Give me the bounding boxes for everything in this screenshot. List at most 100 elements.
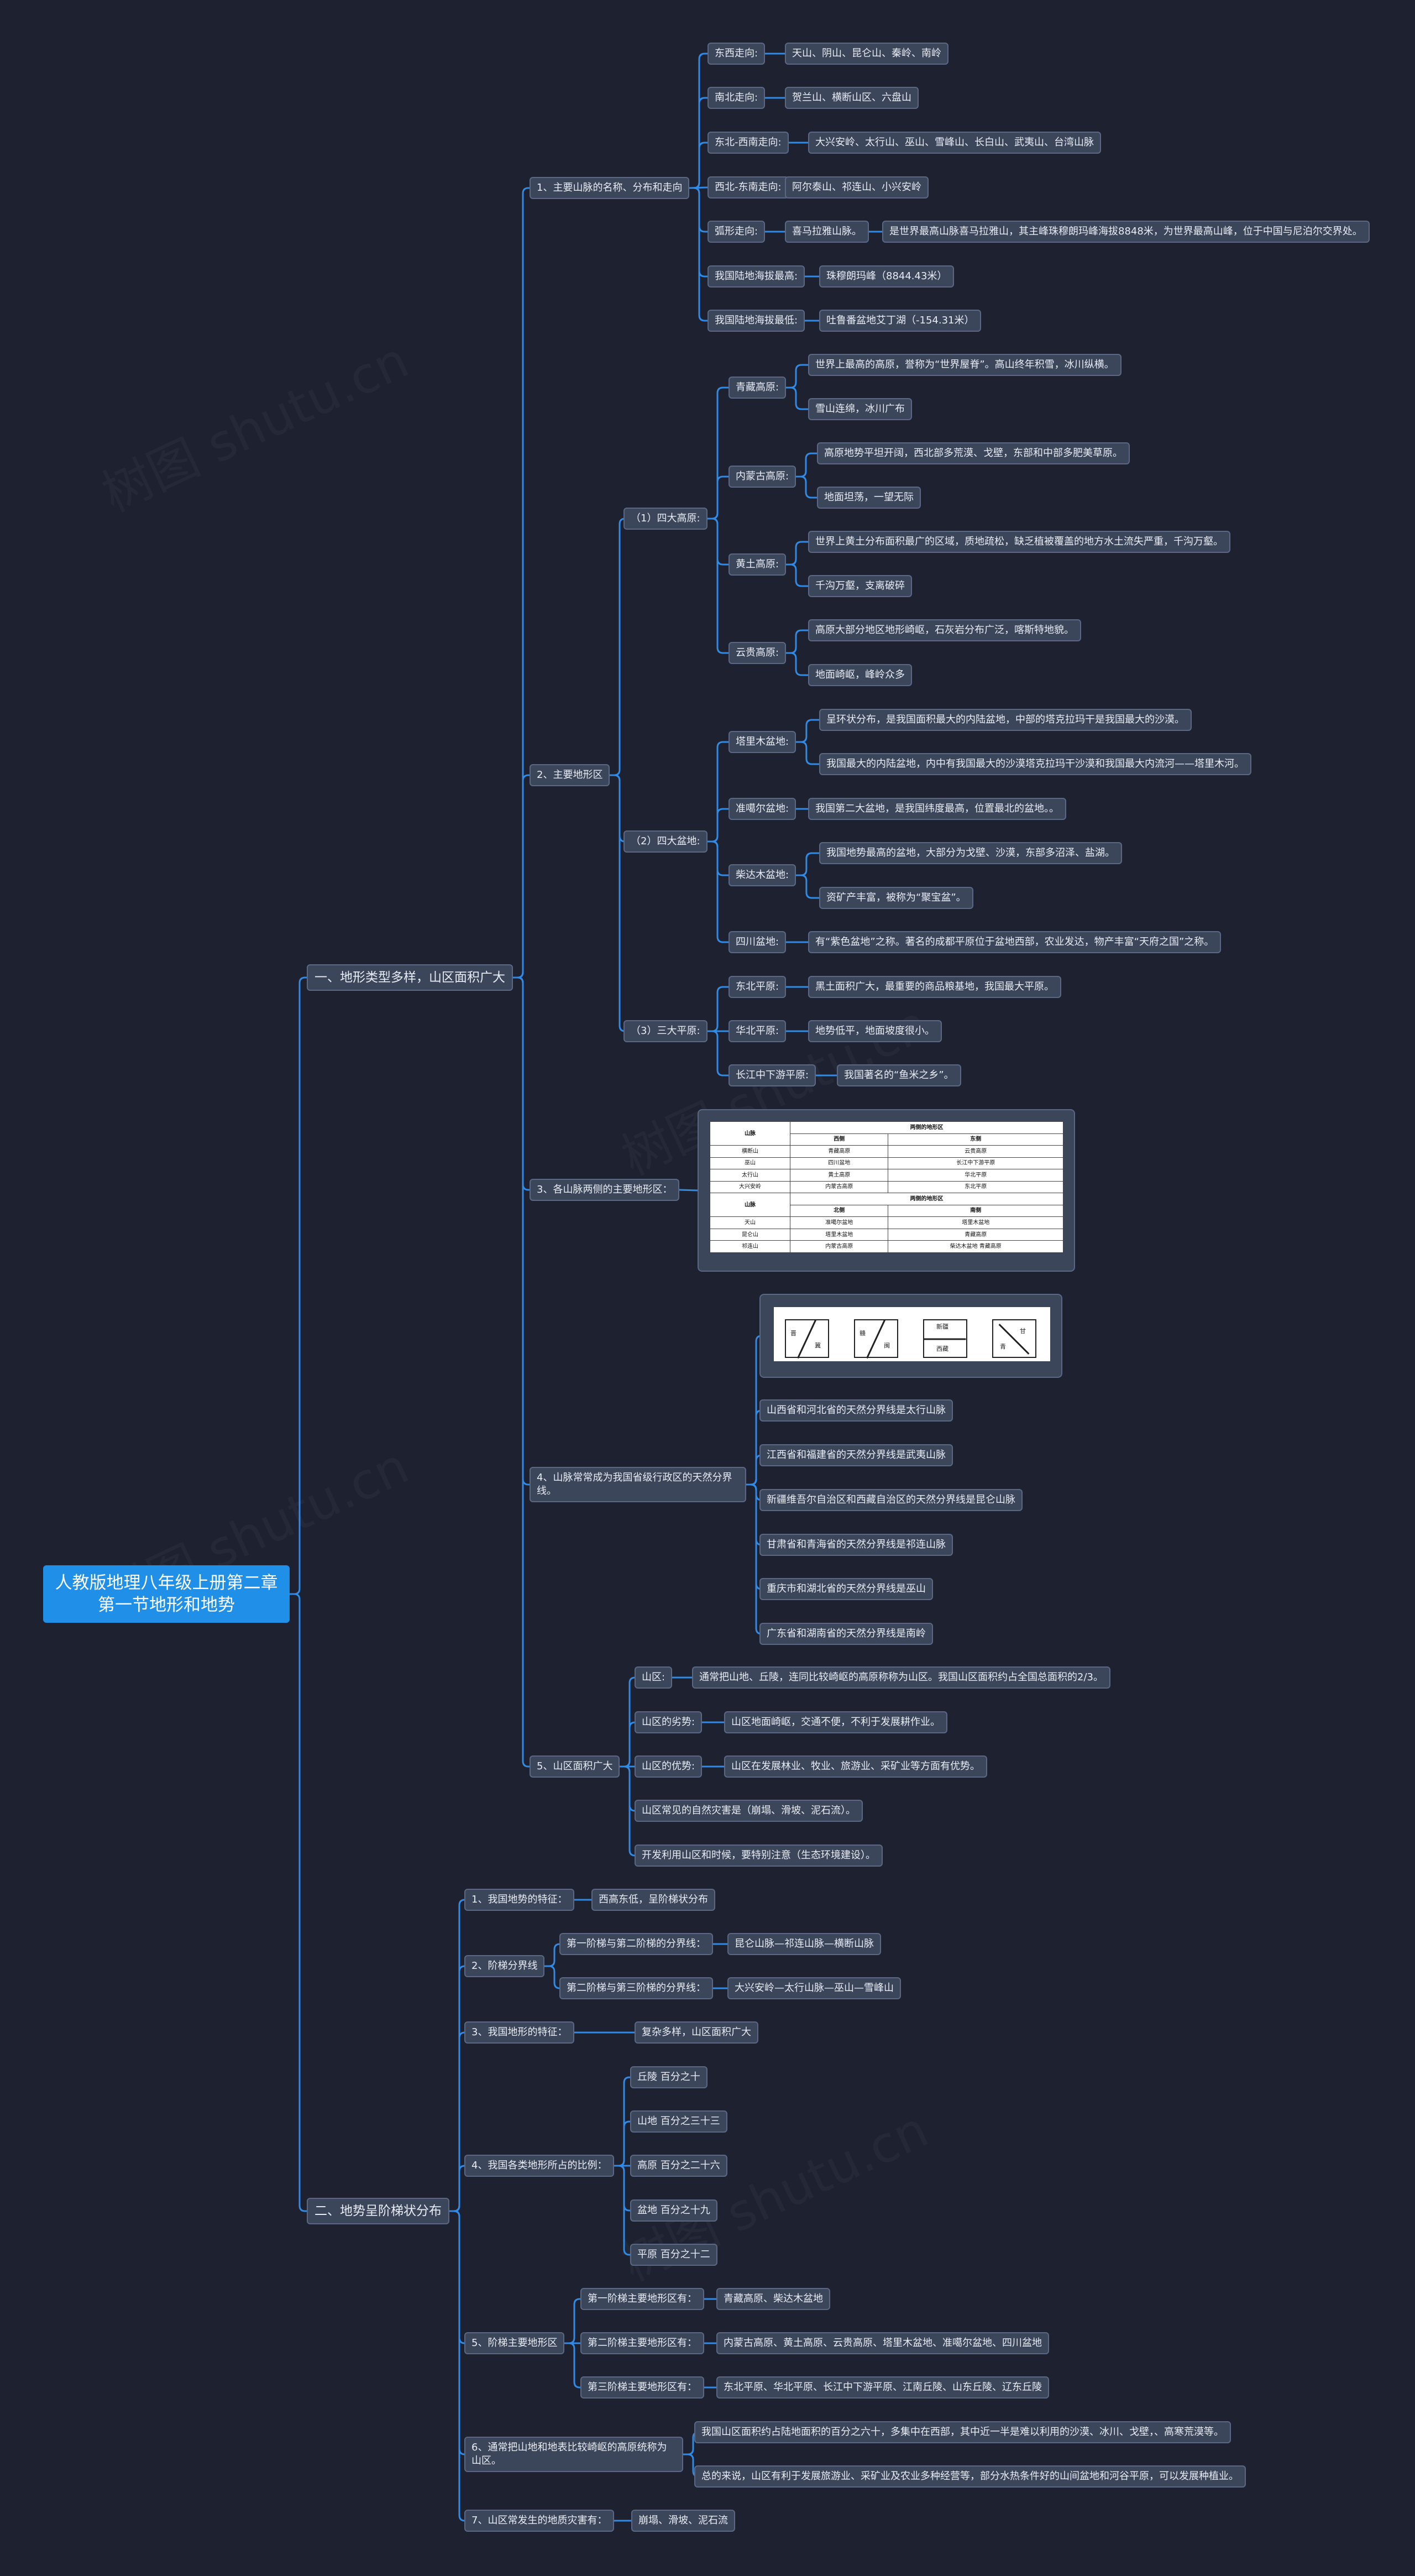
section-mountains[interactable]: 1、主要山脉的名称、分布和走向	[530, 177, 690, 199]
terrain-proportion-item[interactable]: 高原 百分之二十六	[630, 2155, 727, 2177]
mountain-direction-label[interactable]: 南北走向:	[708, 87, 766, 109]
section-boundaries[interactable]: 4、山脉常常成为我国省级行政区的天然分界线。	[530, 1467, 746, 1502]
basin[interactable]: （2）四大盆地:	[623, 830, 708, 853]
basin-item[interactable]: 塔里木盆地:	[729, 731, 796, 753]
plain-item[interactable]: 长江中下游平原:	[729, 1064, 816, 1086]
mountain-direction-label[interactable]: 弧形走向:	[708, 221, 766, 243]
mountain-area-item[interactable]: 开发利用山区和时候，要特别注意（生态环境建设）。	[635, 1845, 883, 1867]
step-boundary-label[interactable]: 第一阶梯与第二阶梯的分界线：	[559, 1933, 713, 1955]
plateau-fact[interactable]: 千沟万壑，支离破碎	[808, 575, 912, 597]
mountain-names-node[interactable]: 珠穆朗玛峰（8844.43米）	[819, 265, 955, 288]
mountain-area-item[interactable]: 山区:	[635, 1666, 673, 1689]
section-mountain-sides[interactable]: 3、各山脉两侧的主要地形区：	[530, 1179, 680, 1201]
mountain-area-statement[interactable]: 我国山区面积约占陆地面积的百分之六十，多集中在西部，其中近一半是难以利用的沙漠、…	[694, 2421, 1231, 2443]
plateau-fact[interactable]: 高原大部分地区地形崎岖，石灰岩分布广泛，喀斯特地貌。	[808, 619, 1081, 641]
section-mountain-area[interactable]: 5、山区面积广大	[530, 1755, 620, 1778]
step-region-label[interactable]: 第一阶梯主要地形区有：	[580, 2288, 704, 2310]
step-region-value[interactable]: 内蒙古高原、黄土高原、云贵高原、塔里木盆地、准噶尔盆地、四川盆地	[716, 2332, 1049, 2354]
plateau-fact[interactable]: 地面崎岖，峰岭众多	[808, 664, 912, 686]
terrain-proportion-item[interactable]: 丘陵 百分之十	[630, 2066, 708, 2088]
mountain-names-node[interactable]: 是世界最高山脉喜马拉雅山，其主峰珠穆朗玛峰海拔8848米，为世界最高山峰，位于中…	[882, 221, 1370, 243]
mountain-names-node[interactable]: 吐鲁番盆地艾丁湖（-154.31米）	[819, 310, 982, 332]
plain[interactable]: （3）三大平原:	[623, 1020, 708, 1042]
boundary-fact[interactable]: 新疆维吾尔自治区和西藏自治区的天然分界线是昆仑山脉	[759, 1489, 1023, 1511]
step-characteristic-value[interactable]: 西高东低，呈阶梯状分布	[591, 1889, 715, 1911]
basin-fact[interactable]: 资矿产丰富，被称为“聚宝盆”。	[819, 887, 973, 909]
basin-fact[interactable]: 我国第二大盆地，是我国纬度最高，位置最北的盆地。。	[808, 798, 1066, 820]
plateau-fact[interactable]: 世界上最高的高原，誉称为“世界屋脊”。高山终年积雪，冰川纵横。	[808, 354, 1121, 376]
mountain-direction-label[interactable]: 东北-西南走向:	[708, 132, 789, 154]
map-label: 晋	[790, 1330, 796, 1337]
mountain-names-node[interactable]: 大兴安岭、太行山、巫山、雪峰山、长白山、武夷山、台湾山脉	[808, 132, 1101, 154]
plain-fact[interactable]: 黑土面积广大，最重要的商品粮基地，我国最大平原。	[808, 976, 1061, 998]
geologic-hazards-value[interactable]: 崩塌、滑坡、泥石流	[631, 2510, 735, 2532]
plateau-fact[interactable]: 雪山连绵，冰川广布	[808, 398, 912, 420]
plateau-fact[interactable]: 高原地势平坦开阔，西北部多荒漠、戈壁，东部和中部多肥美草原。	[817, 442, 1130, 464]
basin-item[interactable]: 准噶尔盆地:	[729, 798, 796, 820]
mountain-area-item[interactable]: 山区的劣势:	[635, 1711, 703, 1733]
basin-fact[interactable]: 我国最大的内陆盆地，内中有我国最大的沙漠塔克拉玛干沙漠和我国最大内流河——塔里木…	[819, 753, 1251, 775]
plain-fact[interactable]: 我国著名的“鱼米之乡”。	[837, 1064, 961, 1086]
geologic-hazards[interactable]: 7、山区常发生的地质灾害有：	[464, 2510, 615, 2532]
plateau-item[interactable]: 青藏高原:	[729, 377, 787, 399]
mountain-area-item[interactable]: 山区常见的自然灾害是（崩塌、滑坡、泥石流）。	[635, 1800, 863, 1822]
map-jiangxi-fujian: 赣 闽	[854, 1319, 898, 1359]
terrain-characteristic[interactable]: 3、我国地形的特征：	[464, 2021, 575, 2044]
boundary-fact[interactable]: 重庆市和湖北省的天然分界线是巫山	[759, 1578, 933, 1600]
boundary-fact[interactable]: 甘肃省和青海省的天然分界线是祁连山脉	[759, 1534, 953, 1556]
terrain-proportions[interactable]: 4、我国各类地形所占的比例：	[464, 2155, 615, 2177]
plain-item[interactable]: 华北平原:	[729, 1020, 787, 1042]
section-landform-regions[interactable]: 2、主要地形区	[530, 764, 610, 786]
boundary-fact[interactable]: 山西省和河北省的天然分界线是太行山脉	[759, 1399, 953, 1422]
mountain-area-statement[interactable]: 总的来说，山区有利于发展旅游业、采矿业及农业多种经营等，部分水热条件好的山间盆地…	[694, 2465, 1246, 2488]
plateau-fact[interactable]: 地面坦荡，一望无际	[817, 487, 921, 509]
basin-fact[interactable]: 我国地势最高的盆地，大部分为戈壁、沙漠，东部多沼泽、盐湖。	[819, 842, 1122, 864]
basin-fact[interactable]: 有“紫色盆地”之称。著名的成都平原位于盆地西部，农业发达，物产丰富“天府之国”之…	[808, 931, 1222, 953]
terrain-proportion-item[interactable]: 盆地 百分之十九	[630, 2199, 717, 2222]
basin-item[interactable]: 四川盆地:	[729, 931, 787, 953]
boundary-fact[interactable]: 广东省和湖南省的天然分界线是南岭	[759, 1623, 933, 1645]
terrain-characteristic-value[interactable]: 复杂多样，山区面积广大	[635, 2021, 758, 2044]
step-boundary-label[interactable]: 第二阶梯与第三阶梯的分界线：	[559, 1977, 713, 1999]
mountain-area-fact[interactable]: 山区在发展林业、牧业、旅游业、采矿业等方面有优势。	[724, 1755, 987, 1778]
basin-fact[interactable]: 呈环状分布，是我国面积最大的内陆盆地，中部的塔克拉玛干是我国最大的沙漠。	[819, 709, 1192, 731]
step-region-label[interactable]: 第三阶梯主要地形区有：	[580, 2376, 704, 2399]
step-region-label[interactable]: 第二阶梯主要地形区有：	[580, 2332, 704, 2354]
plateau-item[interactable]: 内蒙古高原:	[729, 466, 796, 488]
step-characteristic[interactable]: 1、我国地势的特征：	[464, 1889, 575, 1911]
basin-item[interactable]: 柴达木盆地:	[729, 864, 796, 886]
branch-terrain-steps[interactable]: 二、地势呈阶梯状分布	[307, 2198, 449, 2224]
mountain-area-item[interactable]: 山区的优势:	[635, 1755, 703, 1778]
plateau[interactable]: （1）四大高原:	[623, 508, 708, 530]
mountain-area-fact[interactable]: 山区地面崎岖，交通不便，不利于发展耕作业。	[724, 1711, 947, 1733]
terrain-proportion-item[interactable]: 平原 百分之十二	[630, 2244, 717, 2266]
plateau-item[interactable]: 黄土高原:	[729, 553, 787, 576]
mountain-names-node[interactable]: 阿尔泰山、祁连山、小兴安岭	[785, 176, 929, 198]
mountain-direction-label[interactable]: 西北-东南走向:	[708, 176, 789, 198]
step-boundary-value[interactable]: 大兴安岭—太行山脉—巫山—雪峰山	[727, 1977, 901, 1999]
step-region-value[interactable]: 青藏高原、柴达木盆地	[716, 2288, 830, 2310]
mountain-area-fact[interactable]: 通常把山地、丘陵，连同比较崎岖的高原称称为山区。我国山区面积约占全国总面积的2/…	[692, 1666, 1110, 1689]
mountain-direction-label[interactable]: 我国陆地海拔最低:	[708, 310, 805, 332]
mountain-names-node[interactable]: 贺兰山、横断山区、六盘山	[785, 87, 919, 109]
step-regions[interactable]: 5、阶梯主要地形区	[464, 2332, 565, 2354]
boundary-fact[interactable]: 江西省和福建省的天然分界线是武夷山脉	[759, 1444, 953, 1466]
step-region-value[interactable]: 东北平原、华北平原、长江中下游平原、江南丘陵、山东丘陵、辽东丘陵	[716, 2376, 1049, 2399]
root-node[interactable]: 人教版地理八年级上册第二章第一节地形和地势	[43, 1565, 290, 1623]
plain-fact[interactable]: 地势低平，地面坡度很小。	[808, 1020, 942, 1042]
branch-terrain[interactable]: 一、地形类型多样，山区面积广大	[307, 964, 513, 991]
plateau-fact[interactable]: 世界上黄土分布面积最广的区域，质地疏松，缺乏植被覆盖的地方水土流失严重，千沟万壑…	[808, 531, 1230, 553]
north-header: 北侧	[790, 1204, 889, 1218]
step-boundaries[interactable]: 2、阶梯分界线	[464, 1955, 545, 1977]
mountain-names-node[interactable]: 天山、阴山、昆仑山、秦岭、南岭	[785, 43, 948, 65]
table-image-node[interactable]: 山脉两侧的地形区 西侧东侧 横断山青藏高原云贵高原 巫山四川盆地长江中下游平原 …	[698, 1109, 1075, 1272]
step-boundary-value[interactable]: 昆仑山脉—祁连山脉—横断山脉	[727, 1933, 881, 1955]
mountain-direction-label[interactable]: 我国陆地海拔最高:	[708, 265, 805, 288]
mountain-names-node[interactable]: 喜马拉雅山脉。	[785, 221, 869, 243]
mountain-area-definition[interactable]: 6、通常把山地和地表比较崎岖的高原统称为山区。	[464, 2437, 683, 2472]
maps-image-node[interactable]: 晋 冀 赣 闽 新疆 西藏 甘 青	[759, 1294, 1062, 1378]
terrain-proportion-item[interactable]: 山地 百分之三十三	[630, 2110, 727, 2133]
plateau-item[interactable]: 云贵高原:	[729, 642, 787, 664]
mountain-direction-label[interactable]: 东西走向:	[708, 43, 766, 65]
plain-item[interactable]: 东北平原:	[729, 976, 787, 998]
